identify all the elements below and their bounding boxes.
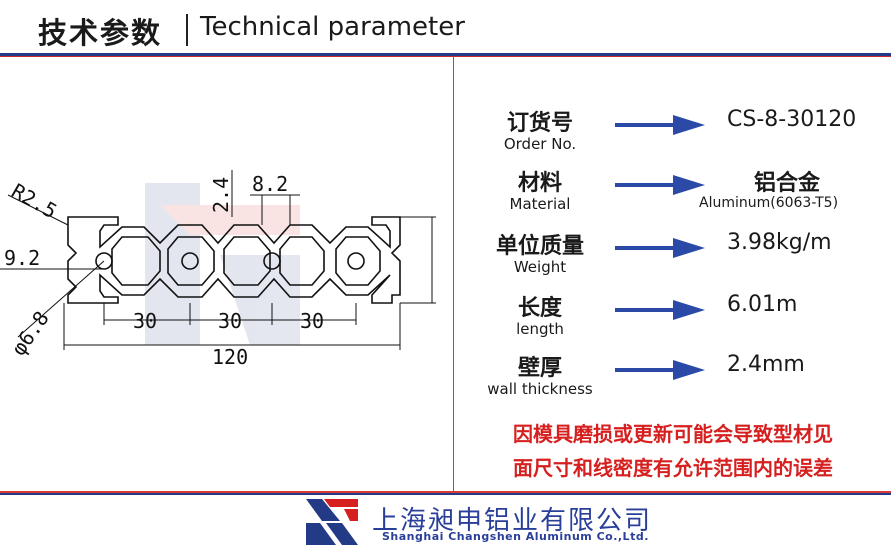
cavity-2 — [167, 236, 215, 286]
dim-width: 120 — [212, 345, 248, 369]
param-wall-thickness: 壁厚 wall thickness 2.4mm — [455, 350, 891, 410]
hole-3 — [263, 252, 281, 270]
header: 技术参数 Technical parameter — [0, 0, 891, 56]
profile-drawing: R2.5 2.4 8.2 9.2 30 φ6.8 30 30 30 120 — [0, 170, 450, 369]
dim-left: 9.2 — [4, 246, 40, 270]
dim-radius: R2.5 — [8, 179, 62, 224]
top-rule-red — [0, 56, 891, 57]
param-label-en: length — [516, 320, 564, 338]
param-label-en: wall thickness — [487, 380, 593, 398]
param-value: CS-8-30120 — [727, 107, 857, 132]
param-label-en: Material — [509, 195, 571, 213]
param-length: 长度 length 6.01m — [455, 290, 891, 350]
hole-4 — [347, 252, 365, 270]
cavity-3 — [223, 236, 271, 286]
param-value: 3.98kg/m — [727, 230, 832, 255]
param-value-sub: Aluminum(6063-T5) — [699, 195, 839, 211]
cavity-5 — [335, 236, 381, 286]
arrow-right-icon — [615, 238, 705, 258]
dim-slot: 8.2 — [252, 172, 288, 196]
bottom-rule-red — [0, 491, 891, 493]
dim-pitch-2: 30 — [218, 309, 242, 333]
page-title-cn: 技术参数 — [38, 16, 163, 50]
company-name-en: Shanghai Changshen Aluminum Co.,Ltd. — [382, 530, 649, 543]
cavity-4 — [279, 236, 325, 286]
watermark-logo — [145, 183, 300, 345]
bottom-rule-blue — [0, 493, 891, 495]
top-rule-blue — [0, 53, 891, 56]
param-label-cn: 壁厚 — [517, 356, 562, 381]
param-label-cn: 材料 — [517, 171, 562, 196]
company-name-cn: 上海昶申铝业有限公司 — [372, 506, 653, 536]
param-label-cn: 长度 — [517, 296, 562, 321]
title-separator — [186, 14, 188, 46]
param-order-no: 订货号 Order No. CS-8-30120 — [455, 105, 891, 165]
arrow-right-icon — [615, 360, 705, 380]
param-value: 2.4mm — [727, 352, 805, 377]
arrow-right-icon — [615, 300, 705, 320]
param-label-en: Weight — [513, 258, 567, 276]
dim-height: 30 — [447, 251, 450, 275]
company-logo-icon — [306, 499, 358, 545]
profile-outline — [67, 216, 401, 304]
note-line-2: 面尺寸和线密度有允许范围内的误差 — [513, 456, 833, 480]
dim-pitch-1: 30 — [133, 309, 157, 333]
arrow-right-icon — [615, 175, 705, 195]
dim-hole: φ6.8 — [6, 307, 53, 360]
hole-2 — [181, 252, 199, 270]
param-label-cn: 订货号 — [506, 111, 573, 136]
arrow-right-icon — [615, 115, 705, 135]
page-title-en: Technical parameter — [200, 12, 465, 42]
param-material: 材料 Material 铝合金 Aluminum(6063-T5) — [455, 165, 891, 225]
dim-pitch-3: 30 — [300, 309, 324, 333]
note-line-1: 因模具磨损或更新可能会导致型材见 — [513, 422, 833, 446]
param-weight: 单位质量 Weight 3.98kg/m — [455, 228, 891, 288]
param-value: 6.01m — [727, 292, 798, 317]
dim-top-wall: 2.4 — [209, 177, 233, 213]
param-value-cn: 铝合金 — [753, 171, 820, 196]
param-label-cn: 单位质量 — [495, 234, 584, 259]
vertical-divider — [453, 57, 454, 491]
cavity-1 — [111, 236, 161, 286]
param-label-en: Order No. — [503, 135, 577, 153]
